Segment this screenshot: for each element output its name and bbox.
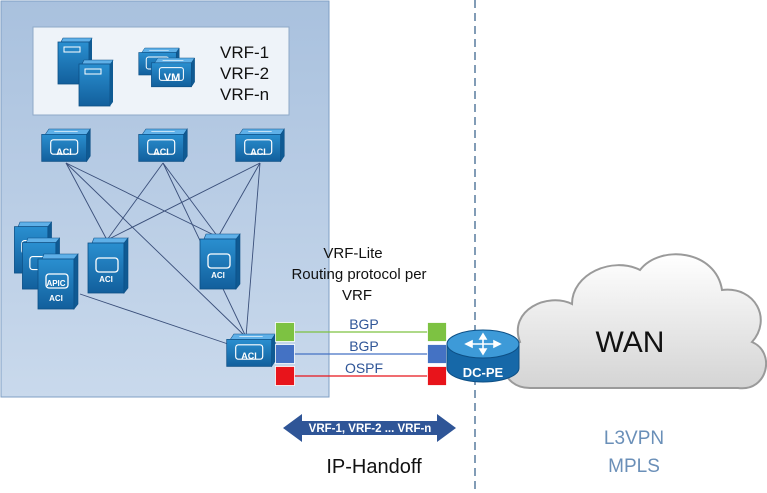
aci-label: ACI xyxy=(56,147,72,157)
protocol-label: OSPF xyxy=(345,360,383,376)
aci-label: ACI xyxy=(241,351,257,361)
l3vpn-label: L3VPN xyxy=(604,428,664,449)
vrf-1-label: VRF-1 xyxy=(220,43,269,62)
fabric-side-interface xyxy=(275,366,295,386)
protocol-label: BGP xyxy=(349,316,379,332)
spine-switch-2: ACI xyxy=(138,128,188,163)
mpls-label: MPLS xyxy=(608,456,660,477)
border-leaf-switch: ACI xyxy=(226,333,276,368)
protocol-label: BGP xyxy=(349,338,379,354)
apic-cluster-icon: APIC ACI xyxy=(13,221,79,310)
spine-switch-3: ACI xyxy=(235,128,285,163)
routing-links: BGP BGP OSPF xyxy=(275,316,447,386)
pe-side-interface xyxy=(427,322,447,342)
ip-handoff-label: IP-Handoff xyxy=(326,456,422,478)
apic-label: APIC xyxy=(46,279,65,288)
routing-link-bgp-2: BGP xyxy=(275,338,447,364)
vrf-lite-title: VRF-Lite xyxy=(323,245,382,262)
vrf-handoff-arrow: VRF-1, VRF-2 ... VRF-n xyxy=(283,414,456,442)
fabric-side-interface xyxy=(275,344,295,364)
vrf-2-label: VRF-2 xyxy=(220,64,269,83)
apic-controller: APIC ACI xyxy=(37,253,79,310)
wan-cloud-icon: WAN xyxy=(502,253,767,390)
wan-label: WAN xyxy=(596,326,665,359)
vrf-n-label: VRF-n xyxy=(220,85,269,104)
routing-link-ospf-3: OSPF xyxy=(275,360,447,386)
aci-label: ACI xyxy=(250,147,266,157)
vm-icon: VM xyxy=(138,47,196,88)
vm-label: VM xyxy=(164,72,181,84)
routing-link-bgp-1: BGP xyxy=(275,316,447,342)
aci-label: ACI xyxy=(211,271,225,280)
leaf-switch-1: ACI xyxy=(87,237,129,294)
dc-pe-label: DC-PE xyxy=(463,365,504,380)
aci-label: ACI xyxy=(99,275,113,284)
vrf-lite-suffix: VRF xyxy=(342,287,372,304)
dc-pe-router-icon: DC-PE xyxy=(446,329,520,383)
leaf-switch-2: ACI xyxy=(199,233,241,290)
fabric-links xyxy=(65,162,261,345)
pe-side-interface xyxy=(427,366,447,386)
vrf-lite-subtitle: Routing protocol per xyxy=(291,266,426,283)
aci-label: ACI xyxy=(153,147,169,157)
fabric-side-interface xyxy=(275,322,295,342)
aci-label: ACI xyxy=(49,294,63,303)
spine-switch-1: ACI xyxy=(41,128,91,163)
vrf-handoff-label: VRF-1, VRF-2 ... VRF-n xyxy=(309,423,432,435)
pe-side-interface xyxy=(427,344,447,364)
